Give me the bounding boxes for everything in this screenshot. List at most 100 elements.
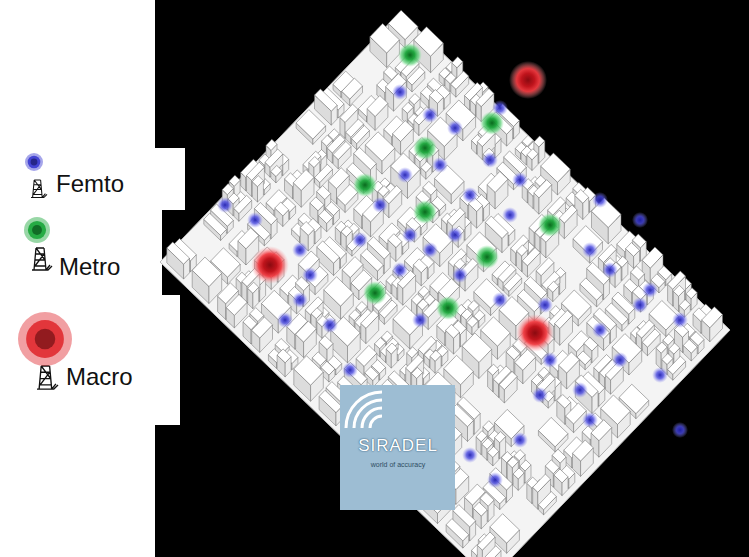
- building: [504, 273, 522, 296]
- building-roof: [317, 186, 331, 200]
- building-roof: [447, 208, 465, 226]
- building-roof: [265, 149, 283, 167]
- legend-label: Macro: [66, 363, 133, 391]
- building-roof: [277, 349, 291, 363]
- building-roof: [192, 257, 222, 286]
- cell-marker: [542, 352, 558, 368]
- cell-marker: [602, 262, 618, 278]
- legend-swatch-core: [28, 221, 46, 239]
- cell-marker: [217, 197, 233, 213]
- building-roof: [354, 147, 377, 169]
- legend-swatch: [24, 217, 50, 243]
- cell-marker: [652, 367, 668, 383]
- building-roof: [309, 157, 320, 168]
- legend-label: Metro: [59, 253, 120, 281]
- cell-marker: [398, 43, 422, 67]
- building-roof: [476, 88, 494, 106]
- building-roof: [488, 364, 499, 375]
- building: [252, 176, 263, 203]
- building-roof: [340, 104, 358, 122]
- building-roof: [317, 241, 340, 263]
- building-roof: [575, 189, 589, 203]
- tower-icon: [37, 366, 58, 389]
- building: [204, 213, 227, 240]
- building-roof: [668, 271, 686, 289]
- building: [702, 307, 723, 342]
- building-roof: [234, 195, 252, 213]
- building-roof: [515, 349, 536, 370]
- cell-marker: [572, 382, 588, 398]
- building: [421, 161, 432, 179]
- legend-swatch: [25, 153, 43, 171]
- building-roof: [328, 168, 349, 189]
- building-roof: [222, 184, 233, 195]
- building-roof: [402, 102, 413, 113]
- cell-marker: [392, 262, 408, 278]
- legend-panel: [0, 148, 185, 210]
- building-roof: [487, 171, 508, 192]
- building-roof: [310, 197, 324, 211]
- building-roof: [418, 286, 429, 297]
- cell-marker: [582, 242, 598, 258]
- building-roof: [386, 343, 397, 354]
- building-roof: [446, 519, 469, 541]
- legend-swatch-center: [31, 159, 38, 166]
- building-roof: [554, 469, 568, 483]
- building-roof: [461, 309, 472, 320]
- building-roof: [520, 460, 531, 471]
- cell-marker: [422, 107, 438, 123]
- building: [319, 390, 342, 426]
- building-roof: [324, 277, 354, 306]
- building-roof: [642, 329, 660, 347]
- ground-plane: [160, 12, 730, 557]
- building-roof: [367, 96, 388, 117]
- building: [554, 469, 568, 496]
- building-roof: [451, 71, 469, 89]
- legend-swatch: [18, 312, 72, 366]
- building-roof: [702, 307, 723, 328]
- building: [192, 257, 222, 303]
- building-roof: [423, 181, 437, 195]
- cell-marker: [392, 84, 408, 100]
- building-roof: [204, 213, 227, 235]
- logo-arc: [370, 416, 382, 428]
- cell-marker: [632, 212, 648, 228]
- cell-marker: [592, 322, 608, 338]
- building-roof: [412, 367, 423, 378]
- building-roof: [413, 259, 427, 273]
- building-roof: [668, 356, 686, 374]
- building-roof: [300, 222, 314, 236]
- building-roof: [548, 281, 559, 292]
- building-roof: [311, 308, 322, 319]
- building-roof: [522, 248, 540, 266]
- building-roof: [452, 57, 463, 68]
- building-roof: [417, 299, 428, 310]
- building-roof: [555, 310, 573, 328]
- building-roof: [388, 234, 402, 248]
- building: [573, 440, 594, 476]
- building-roof: [226, 294, 247, 315]
- building-roof: [673, 285, 684, 296]
- building-roof: [342, 78, 363, 99]
- cell-marker: [475, 245, 499, 269]
- building-roof: [319, 210, 333, 224]
- building: [294, 356, 324, 402]
- building-roof: [557, 395, 571, 409]
- building: [248, 282, 259, 309]
- building-roof: [375, 338, 386, 349]
- building: [488, 446, 499, 466]
- building: [342, 78, 363, 106]
- building: [573, 226, 603, 264]
- cell-marker: [462, 187, 478, 203]
- building-roof: [391, 153, 421, 182]
- building-roof: [266, 139, 277, 150]
- cell-marker: [509, 61, 547, 99]
- building-roof: [662, 353, 673, 364]
- building-roof: [444, 355, 474, 384]
- legend-label: Femto: [56, 170, 124, 198]
- tower-line: [31, 180, 47, 198]
- building-roof: [370, 24, 400, 53]
- building-roof: [679, 299, 690, 310]
- building-roof: [517, 245, 528, 256]
- cell-marker: [412, 312, 428, 328]
